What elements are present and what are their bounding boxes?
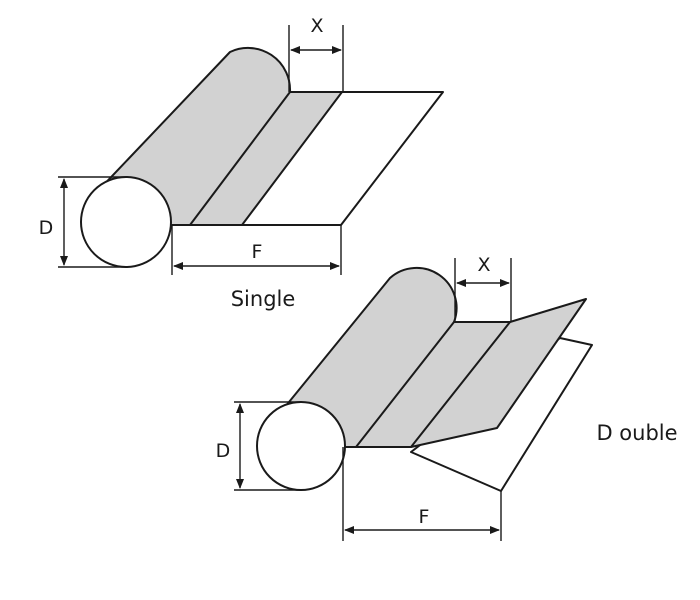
double-roll-end [256,401,346,491]
double-band-edge [355,321,455,448]
single-diagram: X D F Single [39,15,444,311]
double-d-label: D [216,440,231,462]
double-diagram: X D F D ouble [216,254,678,541]
single-roll-end [80,176,172,268]
single-caption: Single [231,287,296,311]
single-f-label: F [252,241,263,263]
single-band-edge [189,91,291,226]
single-x-label: X [310,15,323,37]
double-caption: D ouble [596,421,677,445]
single-d-label: D [39,217,54,239]
double-f-label: F [419,506,430,528]
double-x-label: X [477,254,490,276]
